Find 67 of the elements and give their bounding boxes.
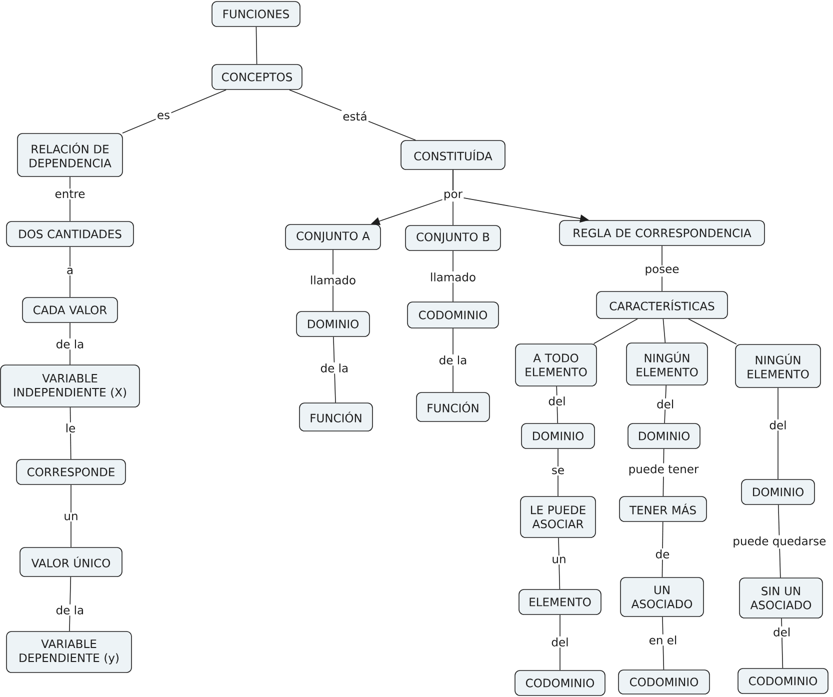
edge-label: del (768, 419, 788, 431)
concept-box: FUNCIONES (212, 1, 300, 27)
connector-line (122, 90, 226, 134)
edge-label: llamado (428, 271, 478, 283)
edge-label: en el (648, 634, 678, 646)
concept-box: LE PUEDE ASOCIAR (520, 496, 596, 538)
concept-box: CODOMINIO (618, 670, 710, 694)
edge-label: puede tener (627, 463, 700, 477)
edge-label: de la (54, 604, 86, 616)
concept-box: CODOMINIO (738, 668, 828, 694)
concept-box: VARIABLE DEPENDIENTE (y) (6, 631, 132, 673)
concept-box: SIN UN ASOCIADO (739, 578, 823, 618)
edge-label: está (342, 110, 369, 122)
edge-label: puede quedarse (731, 535, 828, 549)
concept-box: ELEMENTO (518, 589, 602, 615)
connector-line (688, 318, 737, 344)
concept-box: CODOMINIO (407, 302, 499, 328)
concept-box: CODOMINIO (514, 670, 606, 696)
concept-box: CONCEPTOS (212, 64, 302, 90)
edge-label: le (64, 422, 77, 434)
concept-box: VALOR ÚNICO (20, 547, 122, 577)
edge-label: de la (319, 362, 350, 374)
concept-box: DOMINIO (296, 311, 370, 337)
concept-box: DOMINIO (741, 479, 815, 505)
concept-box: RELACIÓN DE DEPENDENCIA (17, 133, 123, 177)
concept-box: CONJUNTO A (285, 224, 381, 250)
connector-line (781, 618, 784, 668)
edge-label: del (772, 626, 792, 638)
connector-line (70, 407, 72, 460)
edge-label: por (442, 190, 464, 202)
edge-label: llamado (308, 274, 358, 286)
edge-label: se (550, 466, 566, 476)
concept-box: A TODO ELEMENTO (515, 344, 597, 386)
edge-label: es (156, 112, 172, 120)
concept-box: TENER MÁS (619, 496, 707, 522)
concept-box: CONSTITUÍDA (400, 140, 506, 170)
concept-box: VARIABLE INDEPENDIENTE (X) (0, 364, 140, 408)
edge-label: posee (644, 265, 680, 277)
connector-line (256, 26, 258, 64)
concept-box: REGLA DE CORRESPONDENCIA (559, 220, 765, 246)
concept-box: DOMINIO (628, 423, 700, 449)
concept-box: NINGÚN ELEMENTO (626, 342, 708, 386)
connector-line (558, 538, 560, 590)
connector-line (593, 318, 638, 344)
edge-label: de la (438, 354, 468, 366)
edge-label: de (654, 548, 671, 560)
edge-label: entre (54, 188, 86, 200)
concept-box: UN ASOCIADO (620, 577, 704, 617)
edge-label: a (65, 266, 75, 276)
connector-line (662, 522, 664, 578)
concept-box: DOMINIO (521, 423, 595, 449)
concept-box: CARACTERÍSTICAS (596, 291, 728, 319)
connector-line (662, 318, 666, 343)
concept-box: CORRESPONDE (16, 459, 126, 485)
edge-label: un (62, 512, 80, 522)
concept-box: CONJUNTO B (405, 225, 501, 251)
concept-box: DOS CANTIDADES (6, 221, 134, 247)
edge-label: un (550, 556, 568, 564)
edge-label: del (547, 395, 567, 407)
edge-label: del (655, 398, 676, 410)
concept-box: FUNCIÓN (416, 392, 490, 422)
concept-box: NINGÚN ELEMENTO (735, 344, 821, 388)
concept-box: FUNCIÓN (299, 402, 373, 432)
concept-box: CADA VALOR (22, 297, 118, 323)
edge-label: de la (54, 338, 86, 350)
connector-line (70, 484, 72, 548)
edge-label: del (550, 636, 570, 648)
